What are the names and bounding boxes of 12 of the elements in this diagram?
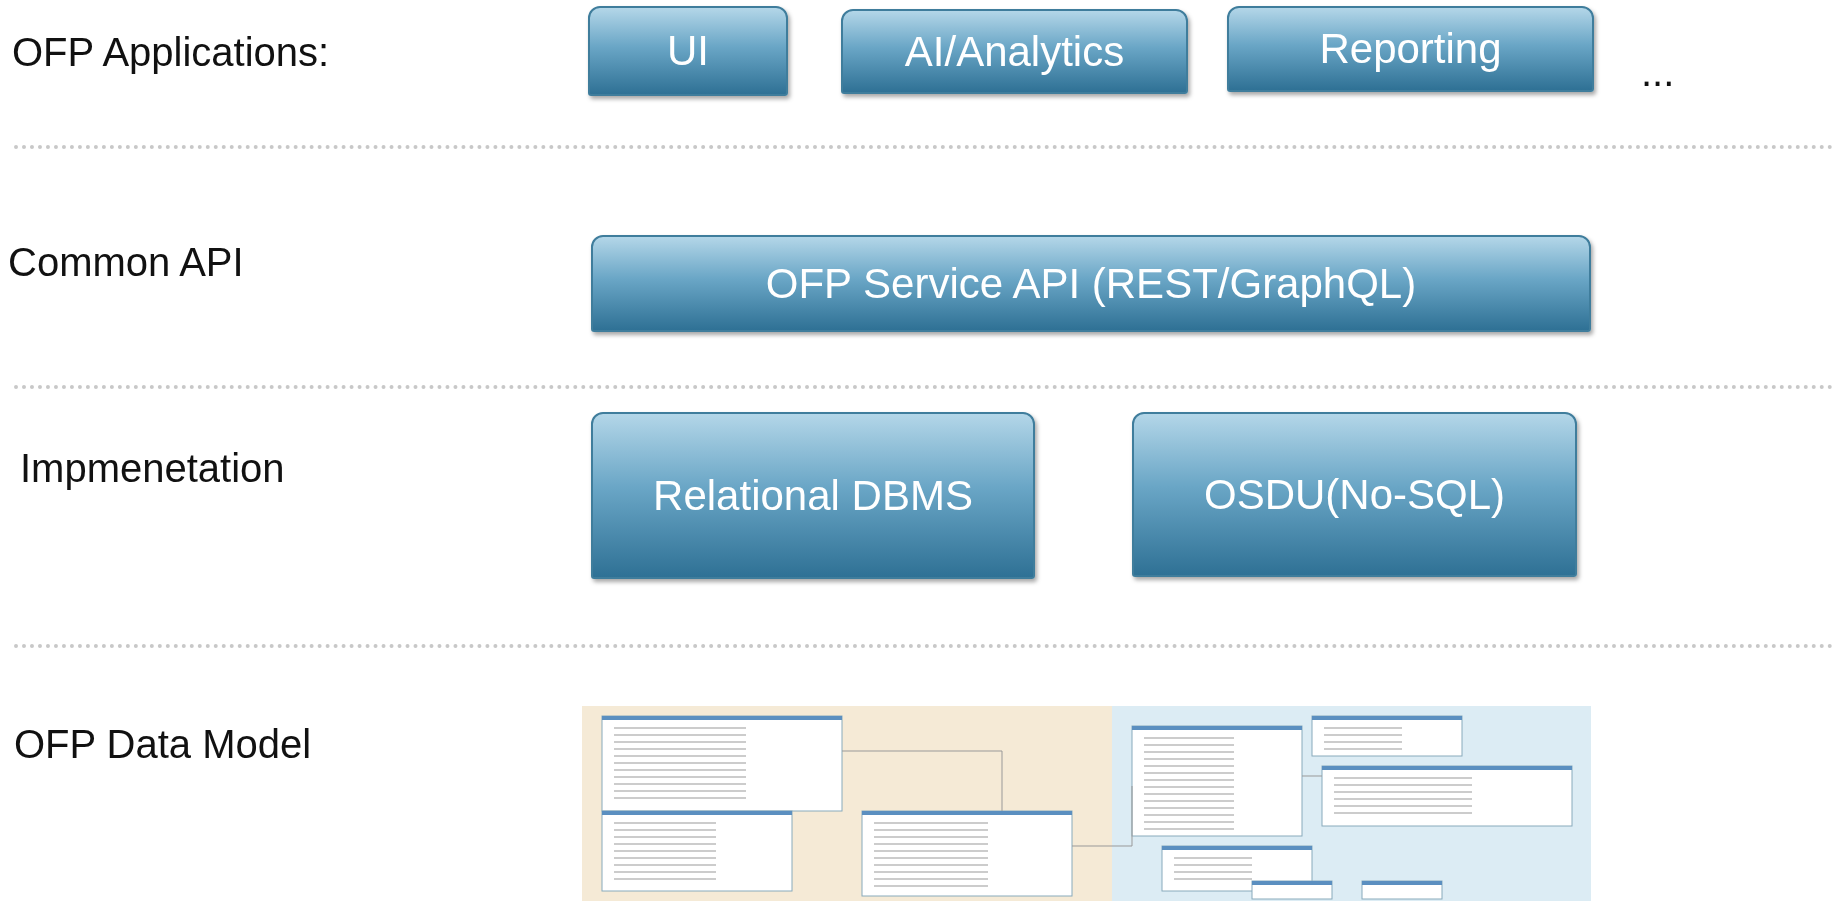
layer-box: OSDU(No-SQL) [1132, 412, 1577, 577]
layer-box: OFP Service API (REST/GraphQL) [591, 235, 1591, 332]
layer-label: Impmenetation [20, 446, 285, 491]
layer-label: OFP Data Model [14, 722, 312, 767]
layer-label: Common API [8, 240, 244, 285]
layer-box: Relational DBMS [591, 412, 1035, 579]
layer-box: Reporting [1227, 6, 1594, 92]
layer-box: UI [588, 6, 788, 96]
layer-box: AI/Analytics [841, 9, 1188, 94]
data-model-drawing [582, 706, 1591, 901]
ellipsis-text: ... [1641, 50, 1675, 95]
layer-label: OFP Applications: [12, 30, 330, 75]
